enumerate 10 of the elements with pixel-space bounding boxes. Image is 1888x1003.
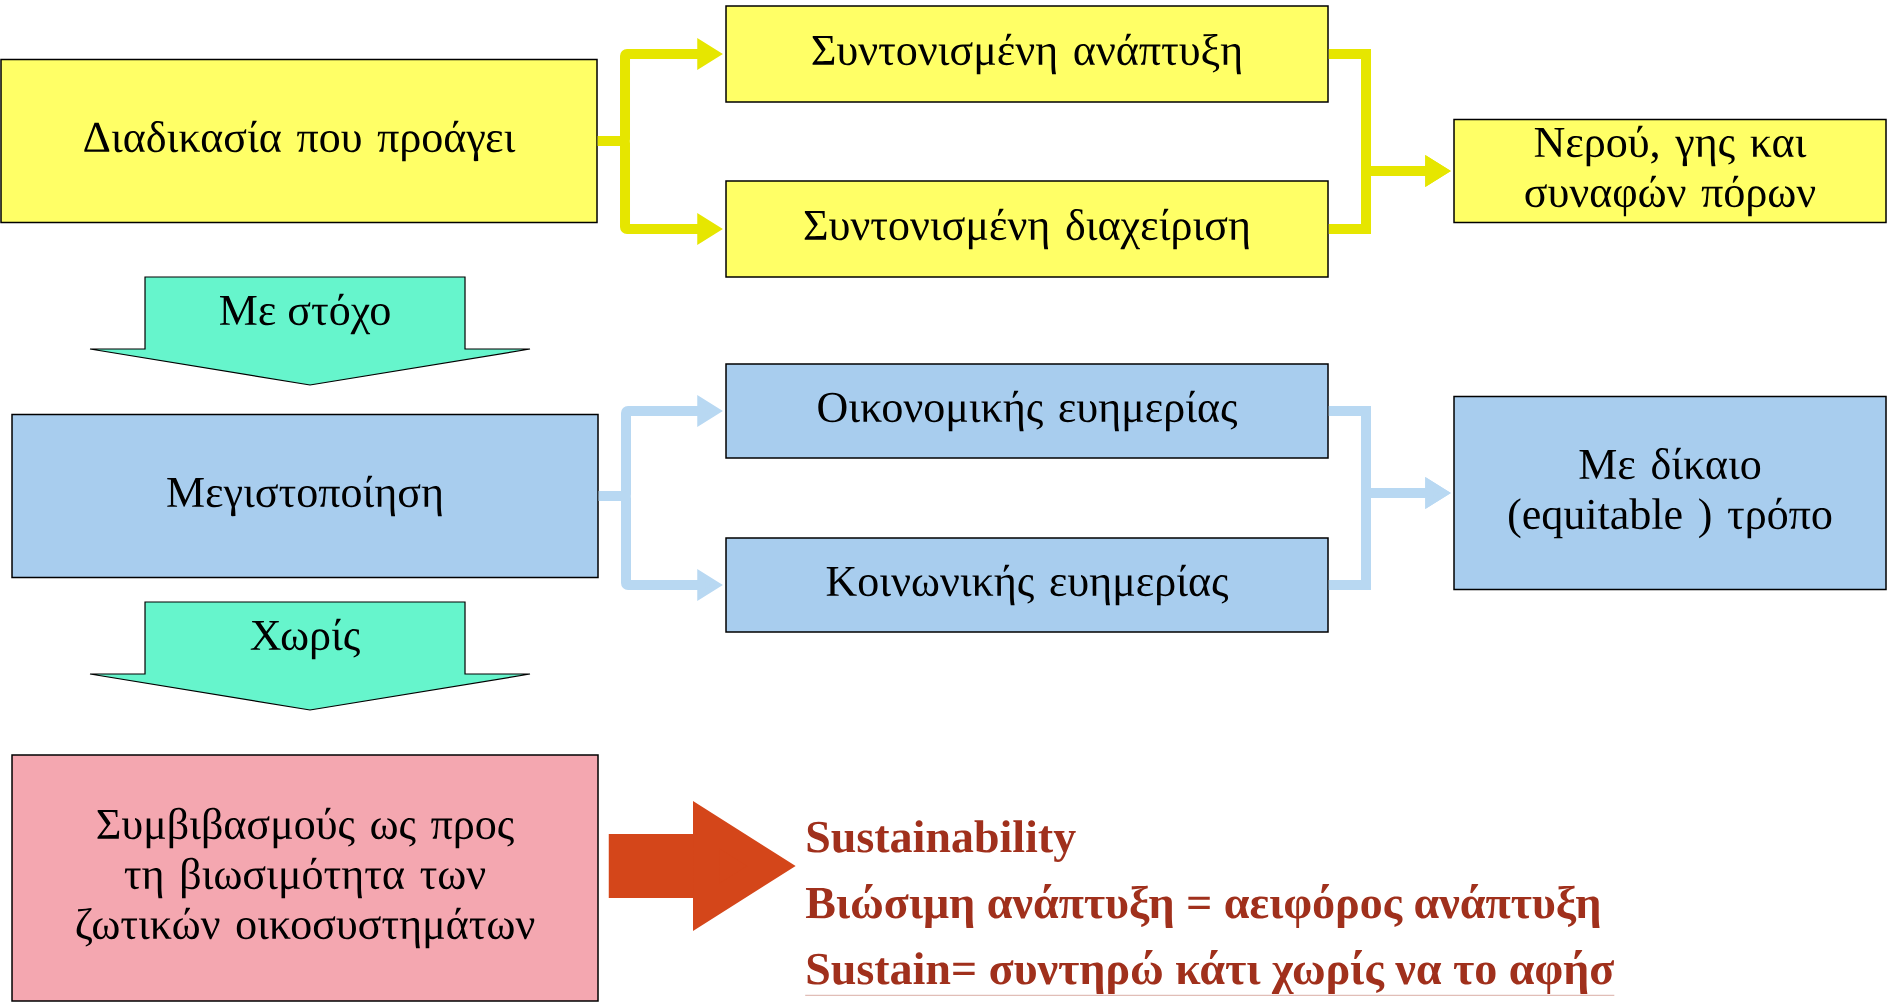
process-box: Διαδικασία που προάγει (0, 58, 598, 224)
process-box: Συντονισμένη ανάπτυξη (725, 5, 1329, 103)
note-text: Sustainability Βιώσιμη ανάπτυξη = αειφόρος ανάπτυξη Sustain= συντηρώ κάτι χωρίς να το αφήσ (805, 820, 1615, 996)
process-box: Νερού, γης και συναφών πόρων (1453, 118, 1887, 224)
process-box: Με δίκαιο (equitable ) τρόπο (1453, 395, 1887, 591)
process-box: Συντονισμένη διαχείριση (725, 180, 1329, 278)
process-box: Οικονομικής ευημερίας (725, 363, 1329, 459)
process-box: Μεγιστοποίηση (11, 413, 599, 579)
process-box: Συμβιβασμούς ως προς τη βιωσιμότητα των ζωτικών οικοσυστημάτων (11, 754, 599, 1002)
process-box: Κοινωνικής ευημερίας (725, 537, 1329, 633)
